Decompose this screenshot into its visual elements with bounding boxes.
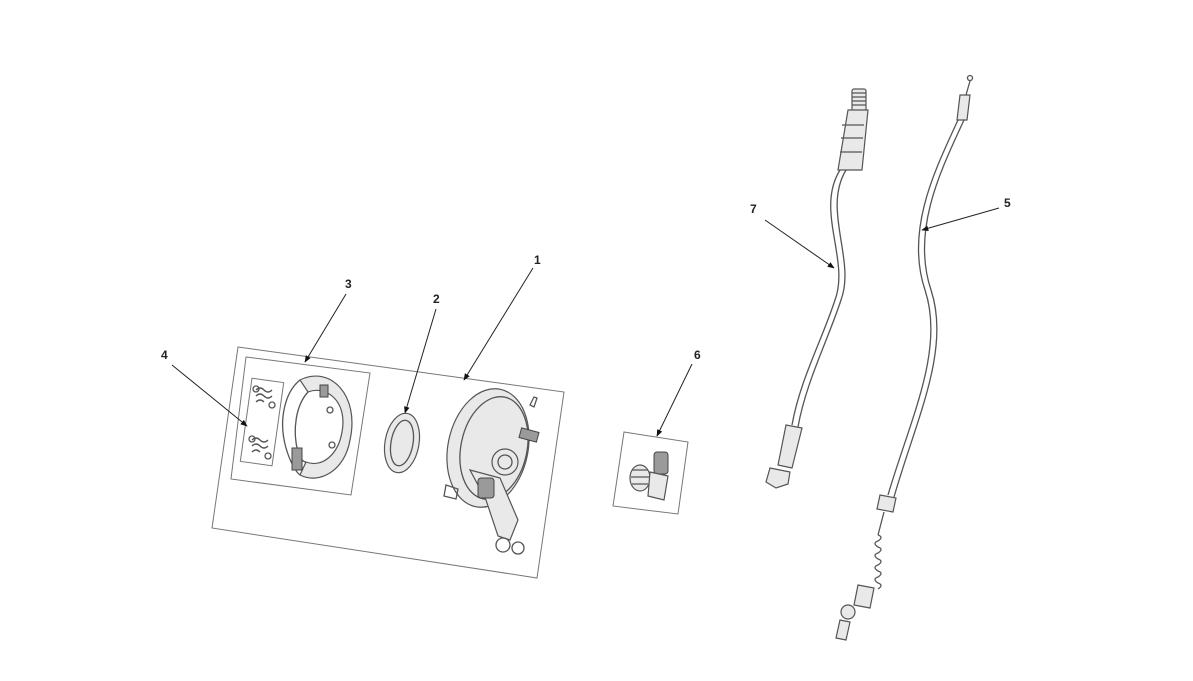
leader-5 bbox=[921, 207, 1000, 231]
leader-1 bbox=[463, 267, 534, 381]
brake-plate bbox=[443, 388, 540, 555]
speedometer-drive-gear bbox=[629, 451, 669, 501]
brake-springs bbox=[239, 377, 285, 467]
brake-shoes bbox=[282, 375, 353, 479]
leader-3 bbox=[304, 293, 347, 363]
callout-6: 6 bbox=[694, 348, 701, 362]
seal-ring bbox=[383, 412, 421, 474]
leader-6 bbox=[656, 363, 693, 437]
callout-7: 7 bbox=[750, 202, 757, 216]
callout-5: 5 bbox=[1004, 196, 1011, 210]
callouts: 1 2 3 4 5 6 7 bbox=[161, 196, 1011, 362]
speedometer-cable bbox=[765, 88, 869, 489]
leader-lines bbox=[171, 207, 1000, 437]
callout-2: 2 bbox=[433, 292, 440, 306]
leader-4 bbox=[171, 364, 248, 427]
callout-1: 1 bbox=[534, 253, 541, 267]
leader-2 bbox=[404, 308, 437, 414]
brake-cable bbox=[835, 74, 974, 641]
leader-7 bbox=[764, 219, 835, 269]
callout-3: 3 bbox=[345, 277, 352, 291]
callout-4: 4 bbox=[161, 348, 168, 362]
